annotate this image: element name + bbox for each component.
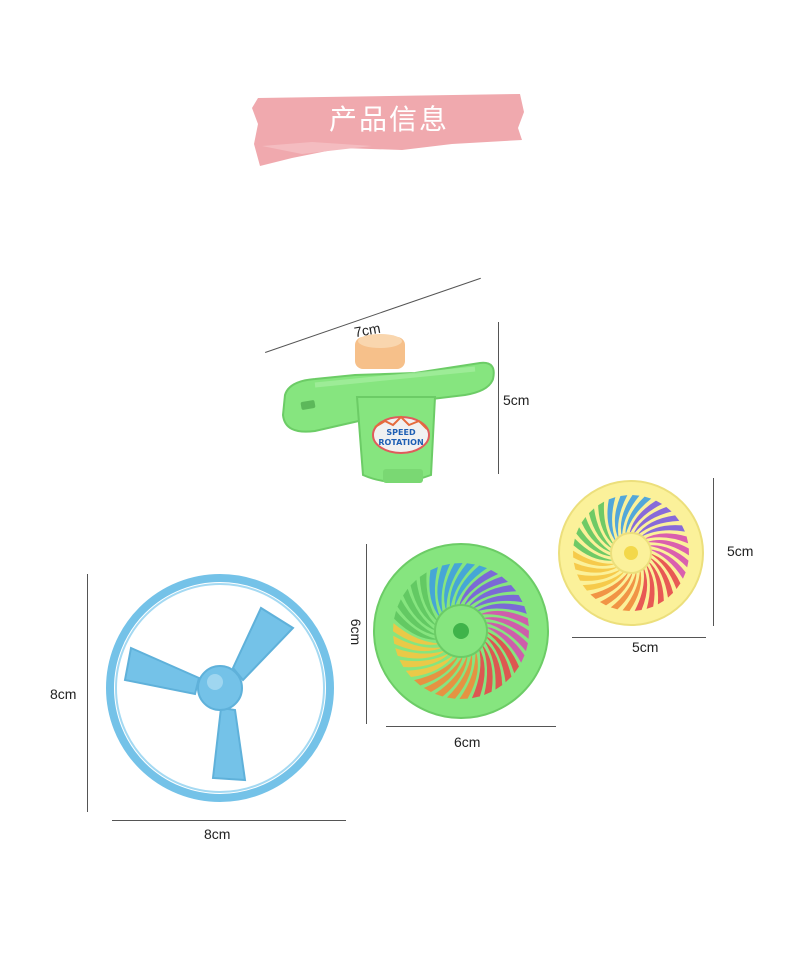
swirl-petal [484,626,525,663]
flying-disc-height-label: 8cm [50,686,77,702]
swirl-petal [394,610,439,640]
flying-disc-toy-image [106,574,334,802]
page-title: 产品信息 [328,103,449,136]
swirl-petal [636,515,680,536]
swirl-petal [419,572,439,623]
swirl-petal [454,565,488,608]
swirl-petal [393,635,444,652]
swirl-petal [403,588,437,631]
swirl-petal [481,617,529,639]
swirl-petal [610,570,637,610]
yellow-spinner-width-label: 5cm [632,639,659,655]
swirl-petal [599,570,633,606]
swirl-petal [393,623,441,645]
green-spinner-height-label: 6cm [348,618,365,646]
swirl-petal [645,540,689,556]
sticker-text-1: SPEED [386,428,416,437]
swirl-petal [614,495,628,540]
swirl-petal [405,654,455,678]
yellow-spinner-height-label: 5cm [727,543,754,559]
flying-disc-height-line [87,574,88,812]
swirl-petal [647,560,664,605]
swirl-petal [446,652,473,699]
swirl-petal [625,496,652,536]
swirl-petal [423,654,464,693]
green-spinner-width-label: 6cm [454,734,481,750]
swirl-petal [483,622,528,652]
swirl-petal [573,562,619,573]
swirl-petal [429,567,441,619]
swirl-petal [397,599,438,636]
swirl-petal [478,610,529,627]
swirl-petal [590,570,630,600]
swirl-petal [647,545,689,568]
green-spinner-width-line [386,726,556,727]
swirl-petal [395,648,447,659]
swirl-petal [475,603,527,614]
swirl-petal [467,584,517,608]
swirl-petal [588,508,614,550]
swirl-petal [648,556,674,598]
swirl-petal [577,568,622,581]
swirl-petal [573,538,615,561]
swirl-petal [581,516,613,553]
swirl-petal [632,506,672,536]
swirl-petal [458,569,499,608]
swirl-petal [573,550,617,566]
swirl-petal [643,533,689,544]
swirl-petal [598,501,615,546]
swirl-petal [449,563,476,610]
swirl-petal [582,570,626,591]
launcher-height-line [498,322,499,474]
launcher-height-label: 5cm [503,392,530,408]
swirl-petal [399,652,451,668]
yellow-spinner-toy-image [558,480,704,626]
swirl-petal [483,639,503,690]
launcher-toy-image: SPEED ROTATION [281,334,495,483]
sticker-text-2: ROTATION [378,438,423,447]
swirl-petal [629,500,663,536]
swirl-petal [648,549,686,579]
swirl-petal [459,650,478,699]
swirl-petal [437,563,451,615]
swirl-petal [607,497,617,543]
swirl-petal [640,525,685,538]
swirl-petal [485,631,519,674]
swirl-petal [620,495,640,538]
swirl-petal [444,563,463,612]
swirl-petal [463,576,508,608]
swirl-petal [576,527,614,557]
swirl-petal [484,635,512,683]
flying-disc-width-line [112,820,346,821]
green-spinner-height-line [366,544,367,724]
swirl-petal [471,594,523,610]
swirl-petal [645,563,655,609]
swirl-petal [622,568,642,611]
yellow-spinner-width-line [572,637,706,638]
swirl-petal [471,647,485,699]
green-spinner-toy-image [373,543,549,719]
swirl-petal [410,579,438,627]
swirl-petal [649,553,681,590]
swirl-petal [434,654,468,697]
swirl-petal [481,643,493,695]
swirl-petal [634,566,648,611]
flying-disc-width-label: 8cm [204,826,231,842]
yellow-spinner-height-line [713,478,714,626]
swirl-petal [414,654,459,686]
title-banner [252,94,524,166]
